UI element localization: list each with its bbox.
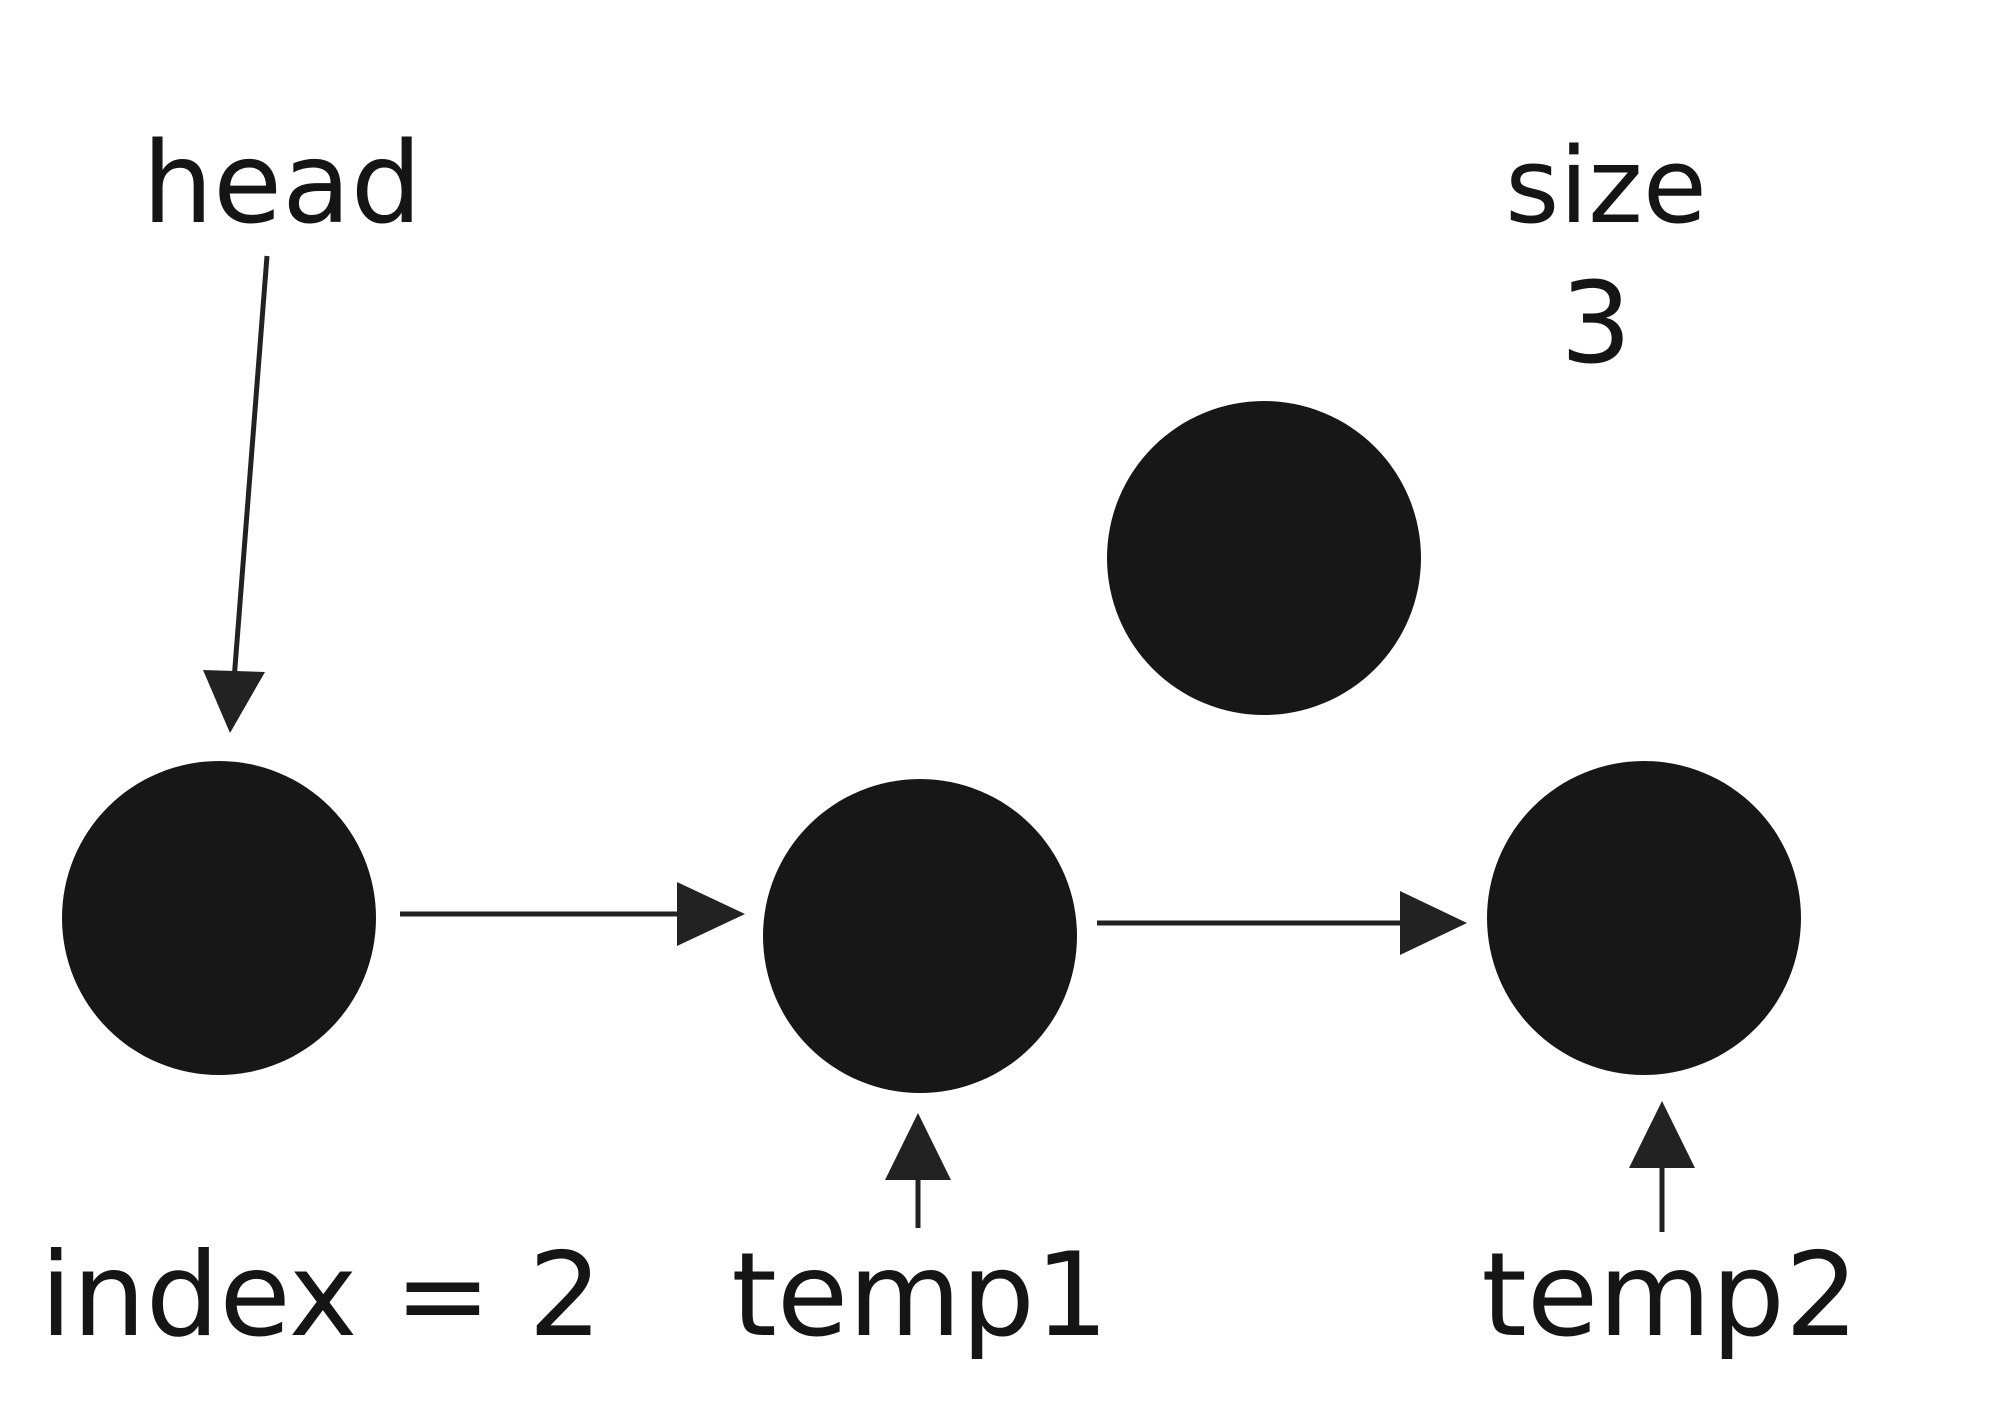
temp1-label: temp1 bbox=[731, 1228, 1108, 1363]
node-2 bbox=[763, 779, 1077, 1093]
index-label: index = 2 bbox=[40, 1228, 602, 1363]
temp2-label: temp2 bbox=[1481, 1228, 1858, 1363]
temp2-pointer-arrowhead bbox=[1629, 1101, 1695, 1168]
node-detached bbox=[1107, 401, 1421, 715]
head-label: head bbox=[142, 119, 422, 249]
size-value: 3 bbox=[1560, 259, 1631, 389]
link-arrow-2-arrowhead bbox=[1400, 891, 1467, 955]
temp1-pointer-arrowhead bbox=[885, 1113, 951, 1180]
node-3 bbox=[1487, 761, 1801, 1075]
node-1 bbox=[62, 761, 376, 1075]
head-pointer-line bbox=[231, 255, 270, 681]
size-label: size bbox=[1505, 125, 1707, 247]
link-arrow-1-arrowhead bbox=[677, 882, 745, 946]
head-pointer-arrowhead bbox=[203, 670, 265, 733]
